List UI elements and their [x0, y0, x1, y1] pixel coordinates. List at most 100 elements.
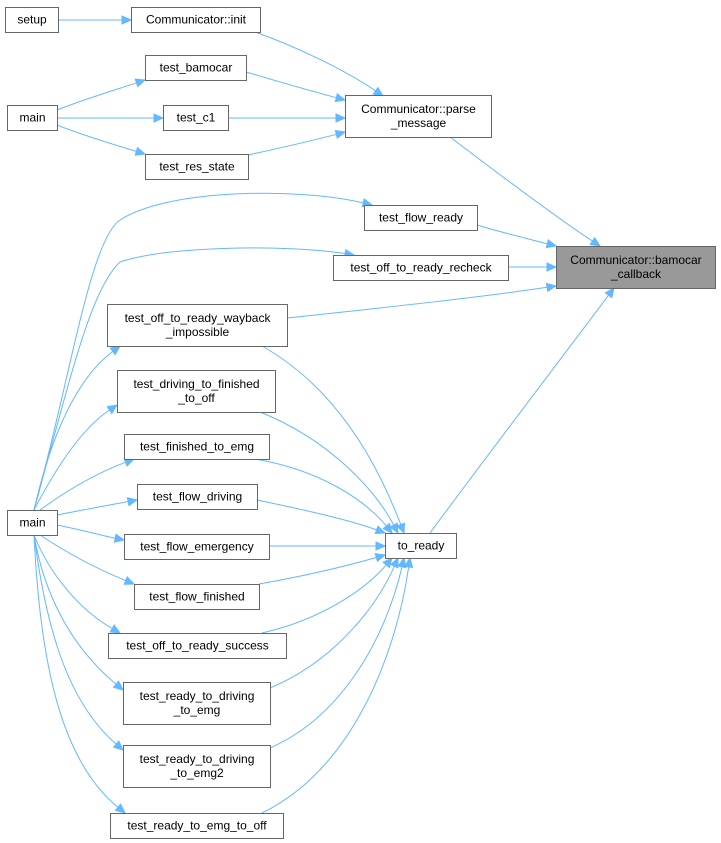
- node-box: [107, 304, 288, 347]
- node-label: test_off_to_ready_wayback: [125, 311, 272, 325]
- node-recheck[interactable]: test_off_to_ready_recheck: [333, 255, 509, 281]
- node-comm-init[interactable]: Communicator::init: [131, 7, 261, 33]
- edge-line: [247, 133, 337, 156]
- edge-line: [56, 524, 116, 539]
- arrowhead: [374, 552, 387, 563]
- node-setup[interactable]: setup: [5, 7, 59, 33]
- edge-main2-to-flow_driving: [56, 497, 139, 516]
- arrowhead: [112, 680, 124, 691]
- edge-flow_finished-to-to_ready: [258, 552, 387, 585]
- edge-flow_driving-to-to_ready: [256, 499, 387, 535]
- edge-line: [33, 534, 119, 808]
- edge-main1-to-test_bamocar: [56, 78, 147, 111]
- node-label: _to_emg: [173, 703, 221, 717]
- edge-line: [254, 31, 376, 92]
- edge-line: [261, 564, 387, 634]
- edge-line: [33, 351, 114, 511]
- edge-main2-to-flow_ready: [33, 192, 374, 511]
- arrowhead: [113, 533, 126, 543]
- edge-fin_emg-to-to_ready: [254, 458, 393, 534]
- arrowhead: [389, 556, 399, 569]
- edge-line: [256, 499, 377, 531]
- node-box: [124, 434, 270, 460]
- edge-flow_ready-to-callback: [476, 224, 558, 249]
- node-label: _message: [390, 116, 447, 130]
- node-box: [556, 246, 716, 289]
- edge-main1-to-test_res_state: [56, 124, 147, 156]
- node-box: [145, 55, 247, 81]
- arrowhead: [382, 557, 393, 569]
- node-main2[interactable]: main: [7, 510, 58, 536]
- node-label: _callback: [610, 267, 662, 281]
- arrowhead: [389, 522, 399, 535]
- node-main1[interactable]: main: [7, 105, 58, 131]
- node-label: Communicator::init: [146, 13, 247, 27]
- arrowhead: [372, 86, 385, 97]
- arrowhead: [109, 624, 122, 634]
- node-box: [7, 105, 58, 131]
- node-flow-ready[interactable]: test_flow_ready: [364, 205, 478, 231]
- node-label: test_flow_emergency: [140, 540, 253, 554]
- node-wayback[interactable]: test_off_to_ready_wayback_impossible: [107, 304, 288, 347]
- node-label: test_off_to_ready_success: [126, 639, 269, 653]
- node-to-ready[interactable]: to_ready: [385, 533, 457, 559]
- edge-test_bamocar-to-parse: [245, 71, 347, 103]
- edge-line: [429, 294, 609, 534]
- edge-line: [261, 345, 402, 525]
- node-flow-finished[interactable]: test_flow_finished: [134, 584, 260, 610]
- node-box: [110, 813, 284, 839]
- node-label: to_ready: [398, 539, 445, 553]
- arrowhead: [545, 282, 558, 293]
- arrowhead: [114, 803, 126, 814]
- node-label: Communicator::bamocar: [570, 253, 701, 267]
- node-label: test_bamocar: [160, 61, 233, 75]
- node-test-res-state[interactable]: test_res_state: [145, 154, 249, 180]
- node-box: [145, 154, 249, 180]
- node-box: [345, 95, 492, 138]
- node-box: [385, 533, 457, 559]
- node-rd-drv-emg2[interactable]: test_ready_to_driving_to_emg2: [123, 745, 271, 788]
- edge-main1-to-test_c1: [57, 113, 165, 123]
- edge-test_res_state-to-parse: [247, 129, 347, 156]
- edge-test_c1-to-parse: [228, 113, 347, 123]
- arrowhead: [109, 345, 121, 356]
- edge-off_ready_success-to-to_ready: [261, 557, 393, 634]
- node-box: [364, 205, 478, 231]
- edge-line: [56, 82, 137, 111]
- edge-line: [33, 192, 364, 511]
- edge-main2-to-rd_emg_off: [33, 534, 126, 814]
- node-label: test_ready_to_driving: [140, 752, 255, 766]
- node-drv-fin-off[interactable]: test_driving_to_finished_to_off: [117, 370, 276, 413]
- node-test-bamocar[interactable]: test_bamocar: [145, 55, 247, 81]
- node-flow-emergency[interactable]: test_flow_emergency: [124, 534, 270, 560]
- node-parse[interactable]: Communicator::parse_message: [345, 95, 492, 138]
- node-callback[interactable]: Communicator::bamocar_callback: [556, 246, 716, 289]
- node-box: [137, 484, 258, 510]
- edges-layer: [33, 15, 615, 814]
- edge-line: [245, 71, 337, 99]
- node-box: [117, 370, 276, 413]
- node-flow-driving[interactable]: test_flow_driving: [137, 484, 258, 510]
- node-off-ready-success[interactable]: test_off_to_ready_success: [108, 633, 287, 659]
- arrowhead: [334, 92, 347, 103]
- node-box: [108, 633, 287, 659]
- edge-line: [33, 247, 346, 511]
- edge-line: [39, 534, 126, 582]
- node-fin-emg[interactable]: test_finished_to_emg: [124, 434, 270, 460]
- arrowhead: [121, 15, 133, 25]
- node-label: test_off_to_ready_recheck: [350, 261, 492, 275]
- node-label: test_res_state: [159, 160, 235, 174]
- node-rd-drv-emg[interactable]: test_ready_to_driving_to_emg: [123, 682, 271, 725]
- edge-drv_fin_off-to-to_ready: [259, 411, 399, 535]
- arrowhead: [589, 236, 602, 247]
- node-test-c1[interactable]: test_c1: [163, 105, 229, 131]
- edge-line: [33, 409, 110, 511]
- arrowhead: [335, 113, 347, 123]
- arrowhead: [397, 556, 407, 569]
- node-label: Communicator::parse: [361, 102, 476, 116]
- node-label: test_c1: [177, 111, 216, 125]
- edge-line: [56, 124, 137, 152]
- arrowhead: [153, 113, 165, 123]
- node-rd-emg-off[interactable]: test_ready_to_emg_to_off: [110, 813, 284, 839]
- node-label: test_ready_to_driving: [140, 689, 255, 703]
